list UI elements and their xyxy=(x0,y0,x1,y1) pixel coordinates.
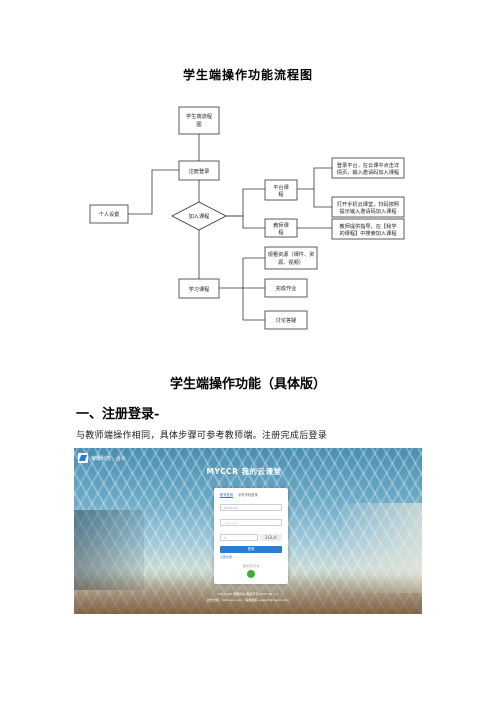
flow-option1-line1: 登录平台，在云课中点击详 xyxy=(337,161,399,169)
flow-option3-box xyxy=(331,218,405,240)
document-title: 学生端操作功能流程图 xyxy=(182,68,313,82)
flow-option3-line1: 教师提供指导，在【我学 xyxy=(339,222,396,230)
register-link[interactable]: 立即注册 xyxy=(220,555,233,559)
section-title: 学生端操作功能（具体版） xyxy=(169,377,326,392)
username-input[interactable]: Student1 xyxy=(220,504,282,511)
flow-start-line1: 学生端流程 xyxy=(186,112,212,120)
password-input[interactable]: •••••••• xyxy=(220,519,282,526)
login-screenshot: 荣耀科技 · 合众 MYCCR 我的云课堂 账号登录 手机号码登录 Studen… xyxy=(74,448,422,614)
flow-platform-line2: 程 xyxy=(278,190,283,198)
flow-teacher-line2: 程 xyxy=(278,228,283,236)
flow-teacher-line1: 教师课 xyxy=(273,221,289,229)
captcha-input[interactable]: 4 xyxy=(220,534,258,541)
tab-account-login[interactable]: 账号登录 xyxy=(220,493,234,498)
brand-logo: 荣耀科技 · 合众 xyxy=(78,453,126,463)
login-card: 账号登录 手机号码登录 Student1 •••••••• 4 2GLA 登录 … xyxy=(214,488,288,584)
flow-option1-line2: 情页，输入邀请码加入课程 xyxy=(337,168,399,176)
flow-personal-label: 个人设置 xyxy=(99,210,120,218)
flow-discuss-box xyxy=(264,310,308,330)
flow-option2-box xyxy=(331,196,405,218)
flow-discuss-label: 讨论答疑 xyxy=(276,316,297,324)
flowchart: 学生端流程 图 注册登录 加入课程 个人设置 平台课 程 教师课 程 登录平台，… xyxy=(89,106,405,330)
flow-option2-line2: 提示输入邀请码加入课程 xyxy=(339,207,396,215)
flow-option3-line2: 的课程】中搜索加入课程 xyxy=(339,229,396,237)
flow-option2-line1: 打开手机云课堂，扫码按照 xyxy=(337,200,399,208)
wechat-login-icon[interactable] xyxy=(247,570,255,578)
footer-contact: 技术支持：400-xxx-xxxx · 客服邮箱 support@myccr.c… xyxy=(207,598,289,602)
flow-view-line2: 源、视频） xyxy=(278,258,304,266)
flow-view-line1: 观看资源（课件、资 xyxy=(268,250,315,258)
flow-platform-line1: 平台课 xyxy=(273,183,289,191)
flow-homework-box xyxy=(264,278,308,298)
footer-copyright: Copyright 荣耀科技 版权所有 2020 Ver 1.0 xyxy=(217,592,279,596)
flow-view-box xyxy=(264,246,318,270)
flow-register-label: 注册登录 xyxy=(189,167,210,175)
flow-study-label: 学习课程 xyxy=(189,285,210,293)
captcha-image[interactable]: 2GLA xyxy=(260,534,282,541)
logo-text: 荣耀科技 · 合众 xyxy=(91,455,126,462)
flow-start-box xyxy=(178,106,220,135)
flow-study-box xyxy=(178,278,220,299)
flow-platform-box xyxy=(264,179,298,201)
other-login-label: 其他登录方式 xyxy=(242,564,260,568)
tab-phone-login[interactable]: 手机号码登录 xyxy=(238,493,258,497)
flow-option1-box xyxy=(331,157,405,179)
flow-join-label: 加入课程 xyxy=(189,212,210,220)
heading-register-login: 一、注册登录- xyxy=(76,407,160,422)
flow-start-line2: 图 xyxy=(196,121,201,128)
logo-icon xyxy=(78,453,88,463)
login-button[interactable]: 登录 xyxy=(220,546,282,553)
flow-homework-label: 完成作业 xyxy=(276,284,297,292)
app-title: MYCCR 我的云课堂 xyxy=(206,467,282,476)
paragraph-intro: 与教师端操作相同，具体步骤可参考教师端。注册完成后登录 xyxy=(76,431,328,441)
